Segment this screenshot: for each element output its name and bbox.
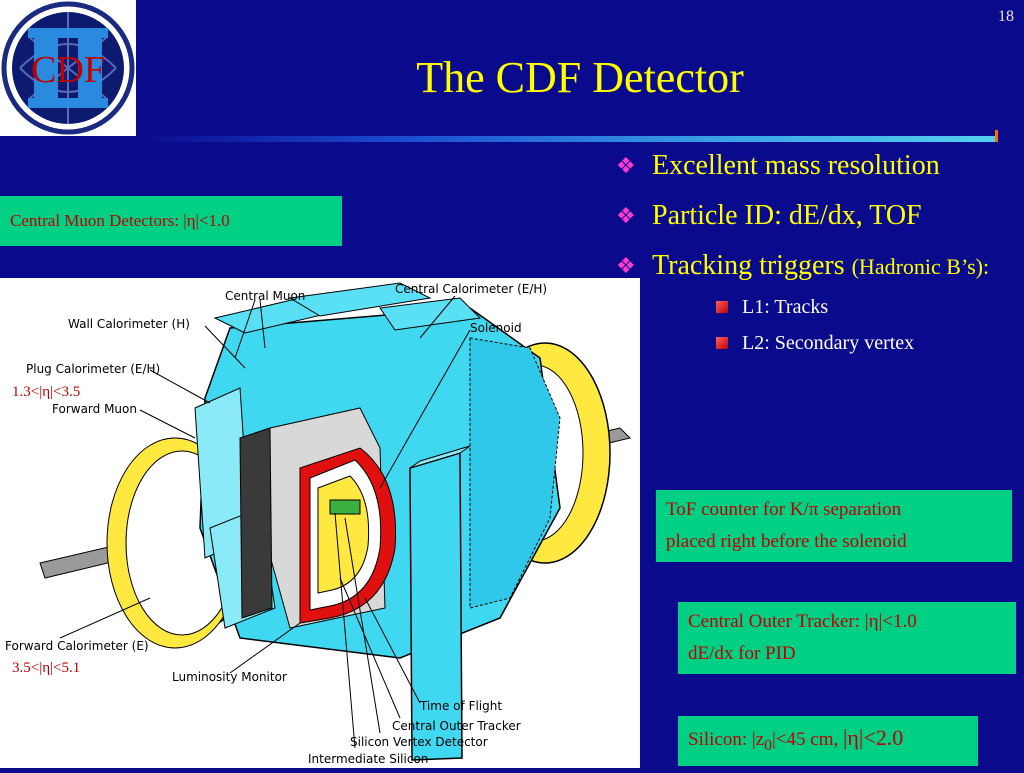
square-bullet-icon	[716, 337, 728, 349]
cot-box: Central Outer Tracker: |η|<1.0 dE/dx for…	[678, 602, 1016, 674]
cdf-logo: CDF	[0, 0, 136, 136]
label-plug-calorimeter: Plug Calorimeter (E/H)	[26, 362, 160, 376]
label-central-muon: Central Muon	[225, 289, 305, 303]
diamond-bullet-icon: ❖	[616, 253, 636, 278]
label-central-calorimeter: Central Calorimeter (E/H)	[395, 282, 547, 296]
label-wall-calorimeter: Wall Calorimeter (H)	[68, 317, 190, 331]
title-divider	[136, 136, 998, 142]
label-intermediate-silicon: Intermediate Silicon	[308, 752, 428, 766]
label-forward-calorimeter: Forward Calorimeter (E)	[5, 639, 149, 653]
label-time-of-flight: Time of Flight	[419, 699, 502, 713]
cot-line-2: dE/dx for PID	[688, 643, 796, 664]
divider-tick	[995, 130, 998, 142]
label-solenoid: Solenoid	[470, 321, 522, 335]
label-eta-plug: 1.3<|η|<3.5	[12, 384, 80, 400]
sub-bullet-item: L2: Secondary vertex	[716, 325, 1021, 361]
label-central-outer-tracker: Central Outer Tracker	[392, 719, 521, 733]
label-luminosity-monitor: Luminosity Monitor	[172, 670, 287, 684]
bullet-text: Excellent mass resolution	[652, 150, 940, 181]
diamond-bullet-icon: ❖	[616, 203, 636, 228]
bullet-item: ❖ Tracking triggers (Hadronic B’s):	[616, 248, 1021, 285]
tof-box: ToF counter for K/π separation placed ri…	[656, 490, 1012, 562]
label-eta-forward: 3.5<|η|<5.1	[12, 660, 80, 676]
sub-bullet-list: L1: Tracks L2: Secondary vertex	[616, 289, 1021, 361]
square-bullet-icon	[716, 301, 728, 313]
logo-text: CDF	[31, 49, 105, 91]
detector-illustration: Central Muon Central Calorimeter (E/H) W…	[5, 282, 631, 766]
cdf-logo-graphic: CDF	[1, 1, 135, 135]
cot-line-1: Central Outer Tracker: |η|<1.0	[688, 611, 917, 632]
bullet-text: Particle ID: dE/dx, TOF	[652, 200, 922, 231]
tof-line-1: ToF counter for K/π separation	[666, 499, 902, 520]
bullet-item: ❖ Excellent mass resolution	[616, 148, 1021, 184]
bullet-list: ❖ Excellent mass resolution ❖ Particle I…	[616, 148, 1021, 361]
label-silicon-vertex-detector: Silicon Vertex Detector	[350, 735, 488, 749]
bullet-subtext: (Hadronic B’s):	[851, 254, 990, 279]
tof-line-2: placed right before the solenoid	[666, 531, 907, 552]
slide-title: The CDF Detector	[416, 53, 744, 102]
silicon-box: Silicon: |z0|<45 cm, |η|<2.0	[678, 716, 978, 766]
central-muon-text: Central Muon Detectors: |η|<1.0	[10, 211, 230, 230]
sub-bullet-item: L1: Tracks	[716, 289, 1021, 325]
bullet-item: ❖ Particle ID: dE/dx, TOF	[616, 198, 1021, 234]
label-forward-muon: Forward Muon	[52, 402, 137, 416]
central-muon-box: Central Muon Detectors: |η|<1.0	[0, 196, 342, 246]
silicon-eta: |η|<2.0	[843, 725, 904, 750]
bullet-text: Tracking triggers	[652, 250, 852, 281]
diamond-bullet-icon: ❖	[616, 153, 636, 178]
detector-diagram: Central Muon Central Calorimeter (E/H) W…	[0, 278, 640, 768]
sub-bullet-text: L2: Secondary vertex	[742, 332, 915, 354]
silicon-sub: 0	[764, 736, 773, 754]
silicon-prefix: Silicon: |z	[688, 729, 765, 750]
sub-bullet-text: L1: Tracks	[742, 296, 829, 318]
page-number: 18	[998, 8, 1014, 25]
silicon-mid: |<45 cm,	[772, 729, 844, 750]
